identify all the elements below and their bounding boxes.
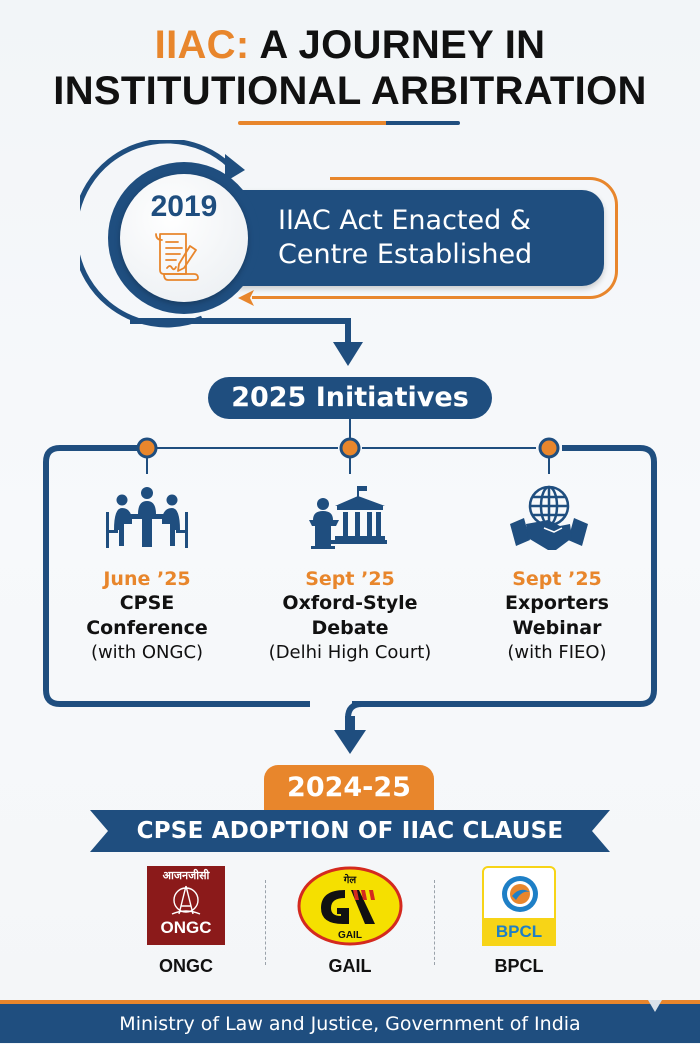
ongc-logo-text: ONGC (160, 918, 212, 937)
bpcl-logo-text: BPCL (482, 918, 556, 946)
initiative-subtitle: (Delhi High Court) (268, 642, 432, 663)
company-label-bpcl: BPCL (494, 956, 544, 976)
period-tab: 2024-25 (264, 765, 434, 813)
podium-courthouse-icon (309, 486, 387, 549)
company-label-ongc: ONGC (159, 956, 213, 976)
orange-frame (330, 177, 618, 299)
footer-notch (648, 1000, 662, 1012)
footer-accent-line (0, 1000, 700, 1004)
separator (265, 880, 266, 965)
initiative-title: Conference (86, 617, 208, 639)
svg-text:GAIL: GAIL (338, 930, 362, 941)
connector-arrow-1 (130, 318, 363, 366)
initiative-subtitle: (with FIEO) (507, 642, 607, 663)
document-signing-icon (155, 233, 199, 281)
initiative-item-1: June ’25 CPSE Conference (with ONGC) (47, 567, 247, 665)
separator (434, 880, 435, 965)
globe-handshake-icon (510, 485, 588, 550)
initiative-date: Sept ’25 (305, 568, 395, 590)
page-title: IIAC: A JOURNEY IN INSTITUTIONAL ARBITRA… (0, 22, 700, 114)
bpcl-emblem-icon (502, 876, 538, 912)
footer: Ministry of Law and Justice, Government … (0, 1004, 700, 1043)
initiative-date: Sept ’25 (512, 568, 602, 590)
milestone-text-line2: Centre Established (278, 239, 533, 270)
title-line1: A JOURNEY IN (249, 23, 546, 67)
initiative-subtitle: (with ONGC) (90, 642, 204, 663)
initiative-item-3: Sept ’25 Exporters Webinar (with FIEO) (457, 567, 657, 665)
ongc-logo: आजनजीसी ONGC (147, 866, 225, 945)
connector-arrow-2 (334, 716, 366, 754)
company-label-gail: GAIL (328, 956, 372, 976)
ongc-derrick-icon (171, 885, 201, 915)
milestone-text-line1: IIAC Act Enacted & (278, 205, 531, 236)
ongc-logo-hindi: आजनजीसी (162, 869, 210, 882)
initiatives-frame (43, 419, 657, 718)
initiative-item-2: Sept ’25 Oxford-Style Debate (Delhi High… (240, 567, 460, 665)
orange-arrow-left-icon (238, 290, 254, 306)
initiative-title: CPSE (119, 592, 175, 614)
initiative-title: Exporters (505, 592, 609, 614)
year-2019: 2019 (150, 190, 218, 223)
adoption-banner-text: CPSE ADOPTION OF IIAC CLAUSE (136, 818, 564, 844)
initiatives-heading: 2025 Initiatives (208, 377, 492, 419)
initiative-title: Webinar (512, 617, 602, 639)
title-underline (238, 121, 460, 125)
meeting-table-icon (106, 487, 188, 548)
svg-text:गेल: गेल (343, 873, 358, 886)
initiative-date: June ’25 (103, 568, 191, 590)
ribbon-banner (90, 810, 610, 852)
title-line2: INSTITUTIONAL ARBITRATION (53, 69, 647, 113)
bpcl-logo: BPCL (482, 866, 556, 946)
gail-logo: गेल GAIL (297, 866, 403, 946)
title-accent: IIAC: (154, 23, 250, 67)
initiative-title: Oxford-Style (282, 592, 418, 614)
initiative-title: Debate (311, 617, 389, 639)
milestone-banner: IIAC Act Enacted & Centre Established (220, 190, 604, 286)
